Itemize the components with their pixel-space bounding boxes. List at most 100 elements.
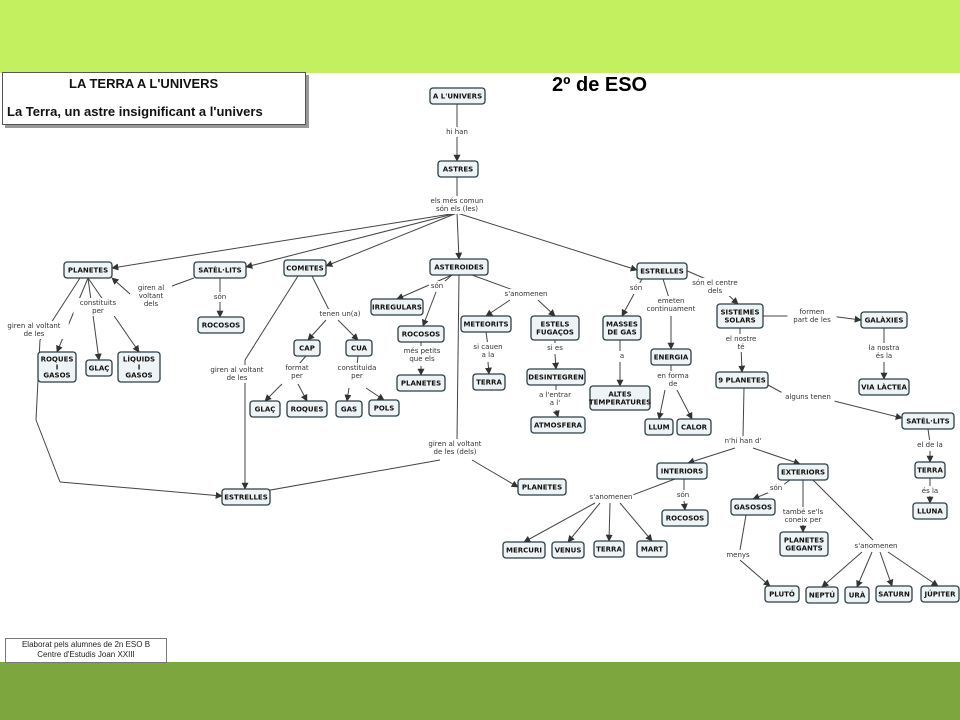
concept-node-terra1: TERRA bbox=[472, 373, 506, 391]
connector-line bbox=[523, 502, 596, 543]
concept-node-pluto: PLUTÓ bbox=[764, 585, 800, 603]
concept-node-label: COMETES bbox=[286, 265, 323, 273]
concept-node-label: ENERGIA bbox=[654, 354, 689, 362]
concept-node-pols: POLS bbox=[368, 399, 400, 417]
concept-node-label: CALOR bbox=[681, 424, 708, 432]
concept-node-label: URÀ bbox=[849, 591, 866, 600]
connector-line bbox=[59, 481, 223, 499]
concept-node-univers: A L'UNIVERS bbox=[429, 87, 486, 105]
concept-node-label: PLANETES bbox=[68, 267, 108, 275]
concept-node-label: ROQUES bbox=[291, 406, 324, 414]
connector-line bbox=[307, 319, 327, 341]
connector-line bbox=[629, 478, 676, 497]
concept-node-venus: VENUS bbox=[551, 541, 585, 559]
concept-node-cua: CUA bbox=[345, 339, 373, 357]
link-label-text: per bbox=[92, 307, 104, 315]
concept-node-label: EXTERIORS bbox=[781, 469, 825, 477]
concept-node-via: VIA LÀCTEA bbox=[858, 378, 910, 396]
connector-line bbox=[456, 212, 638, 272]
link-label-text: de les (dels) bbox=[434, 448, 477, 456]
connector-line bbox=[344, 387, 352, 402]
connector-line bbox=[111, 277, 131, 295]
link-label-l_a: a bbox=[617, 351, 627, 361]
top-color-band bbox=[0, 0, 960, 73]
link-label-text: en forma bbox=[657, 372, 689, 380]
concept-node-label: I bbox=[138, 364, 141, 372]
link-label-l_sanomenen2: s'anomenen bbox=[588, 492, 634, 502]
link-label-text: el de la bbox=[917, 441, 943, 449]
link-label-text: coneix per bbox=[785, 516, 822, 524]
link-label-text: són bbox=[214, 293, 226, 301]
link-label-text: els més comun bbox=[431, 197, 484, 205]
concept-node-glac1: GLAÇ bbox=[85, 359, 113, 377]
concept-node-label: VENUS bbox=[555, 547, 582, 555]
link-label-text: giren al voltant bbox=[7, 322, 60, 330]
concept-node-atmosfera: ATMOSFERA bbox=[530, 416, 586, 434]
concept-node-label: METEORITS bbox=[463, 321, 508, 329]
concept-node-label: CUA bbox=[351, 345, 368, 353]
concept-node-glac2: GLAÇ bbox=[249, 400, 281, 418]
connector-line bbox=[821, 551, 863, 588]
link-label-text: són el centre bbox=[692, 279, 737, 287]
link-label-text: part de les bbox=[793, 316, 831, 324]
link-label-text: s'anomenen bbox=[590, 493, 633, 501]
concept-node-label: GLAÇ bbox=[89, 365, 110, 373]
link-label-l_son4: són bbox=[674, 490, 692, 500]
connector-line bbox=[621, 293, 635, 317]
link-label-text: també se'ls bbox=[783, 508, 824, 516]
connector-line bbox=[856, 551, 873, 588]
concept-node-label: VIA LÀCTEA bbox=[861, 383, 907, 392]
link-label-text: la nostra bbox=[869, 344, 900, 352]
connector-line bbox=[887, 551, 939, 587]
link-label-text: emeten bbox=[658, 297, 685, 305]
concept-node-label: I bbox=[56, 364, 59, 372]
concept-node-rocosos2: ROCOSOS bbox=[397, 325, 445, 343]
concept-node-label: SATÈL·LITS bbox=[906, 417, 949, 426]
link-label-text: s'anomenen bbox=[505, 290, 548, 298]
link-label-text: hi han bbox=[446, 128, 468, 136]
link-label-text: són bbox=[630, 284, 642, 292]
link-label-text: giren al voltant bbox=[210, 366, 263, 374]
link-label-text: per bbox=[291, 372, 303, 380]
connector-line bbox=[537, 299, 556, 317]
link-label-text: per bbox=[351, 372, 363, 380]
link-label-text: giren al voltant bbox=[428, 440, 481, 448]
concept-node-label: ROQUES bbox=[41, 356, 74, 364]
concept-node-nou: 9 PLANETES bbox=[715, 371, 769, 389]
connector-line bbox=[656, 389, 666, 420]
concept-node-calor: CALOR bbox=[676, 418, 712, 436]
connector-line bbox=[552, 409, 560, 418]
link-label-l_hihan: hi han bbox=[442, 127, 472, 137]
concept-node-label: SATURN bbox=[878, 591, 910, 599]
concept-node-label: ASTRES bbox=[443, 166, 473, 174]
connector-line bbox=[35, 419, 61, 483]
concept-node-label: LÍQUIDS bbox=[123, 355, 155, 364]
connector-line bbox=[244, 275, 299, 361]
link-label-text: constituits bbox=[80, 299, 117, 307]
concept-node-label: TERRA bbox=[476, 379, 502, 387]
concept-node-estrelles: ESTRELLES bbox=[636, 262, 688, 280]
concept-node-interiors: INTERIORS bbox=[656, 462, 708, 480]
connector-line bbox=[739, 514, 747, 551]
connector-line bbox=[485, 299, 511, 317]
link-label-text: té bbox=[737, 343, 744, 351]
connector-line bbox=[337, 319, 359, 341]
concept-node-meteorits: METEORITS bbox=[460, 315, 512, 333]
link-label-text: a l'entrar bbox=[539, 391, 571, 399]
concept-node-cap: CAP bbox=[293, 339, 321, 357]
concept-node-satelits: SATÈL·LITS bbox=[193, 261, 247, 279]
